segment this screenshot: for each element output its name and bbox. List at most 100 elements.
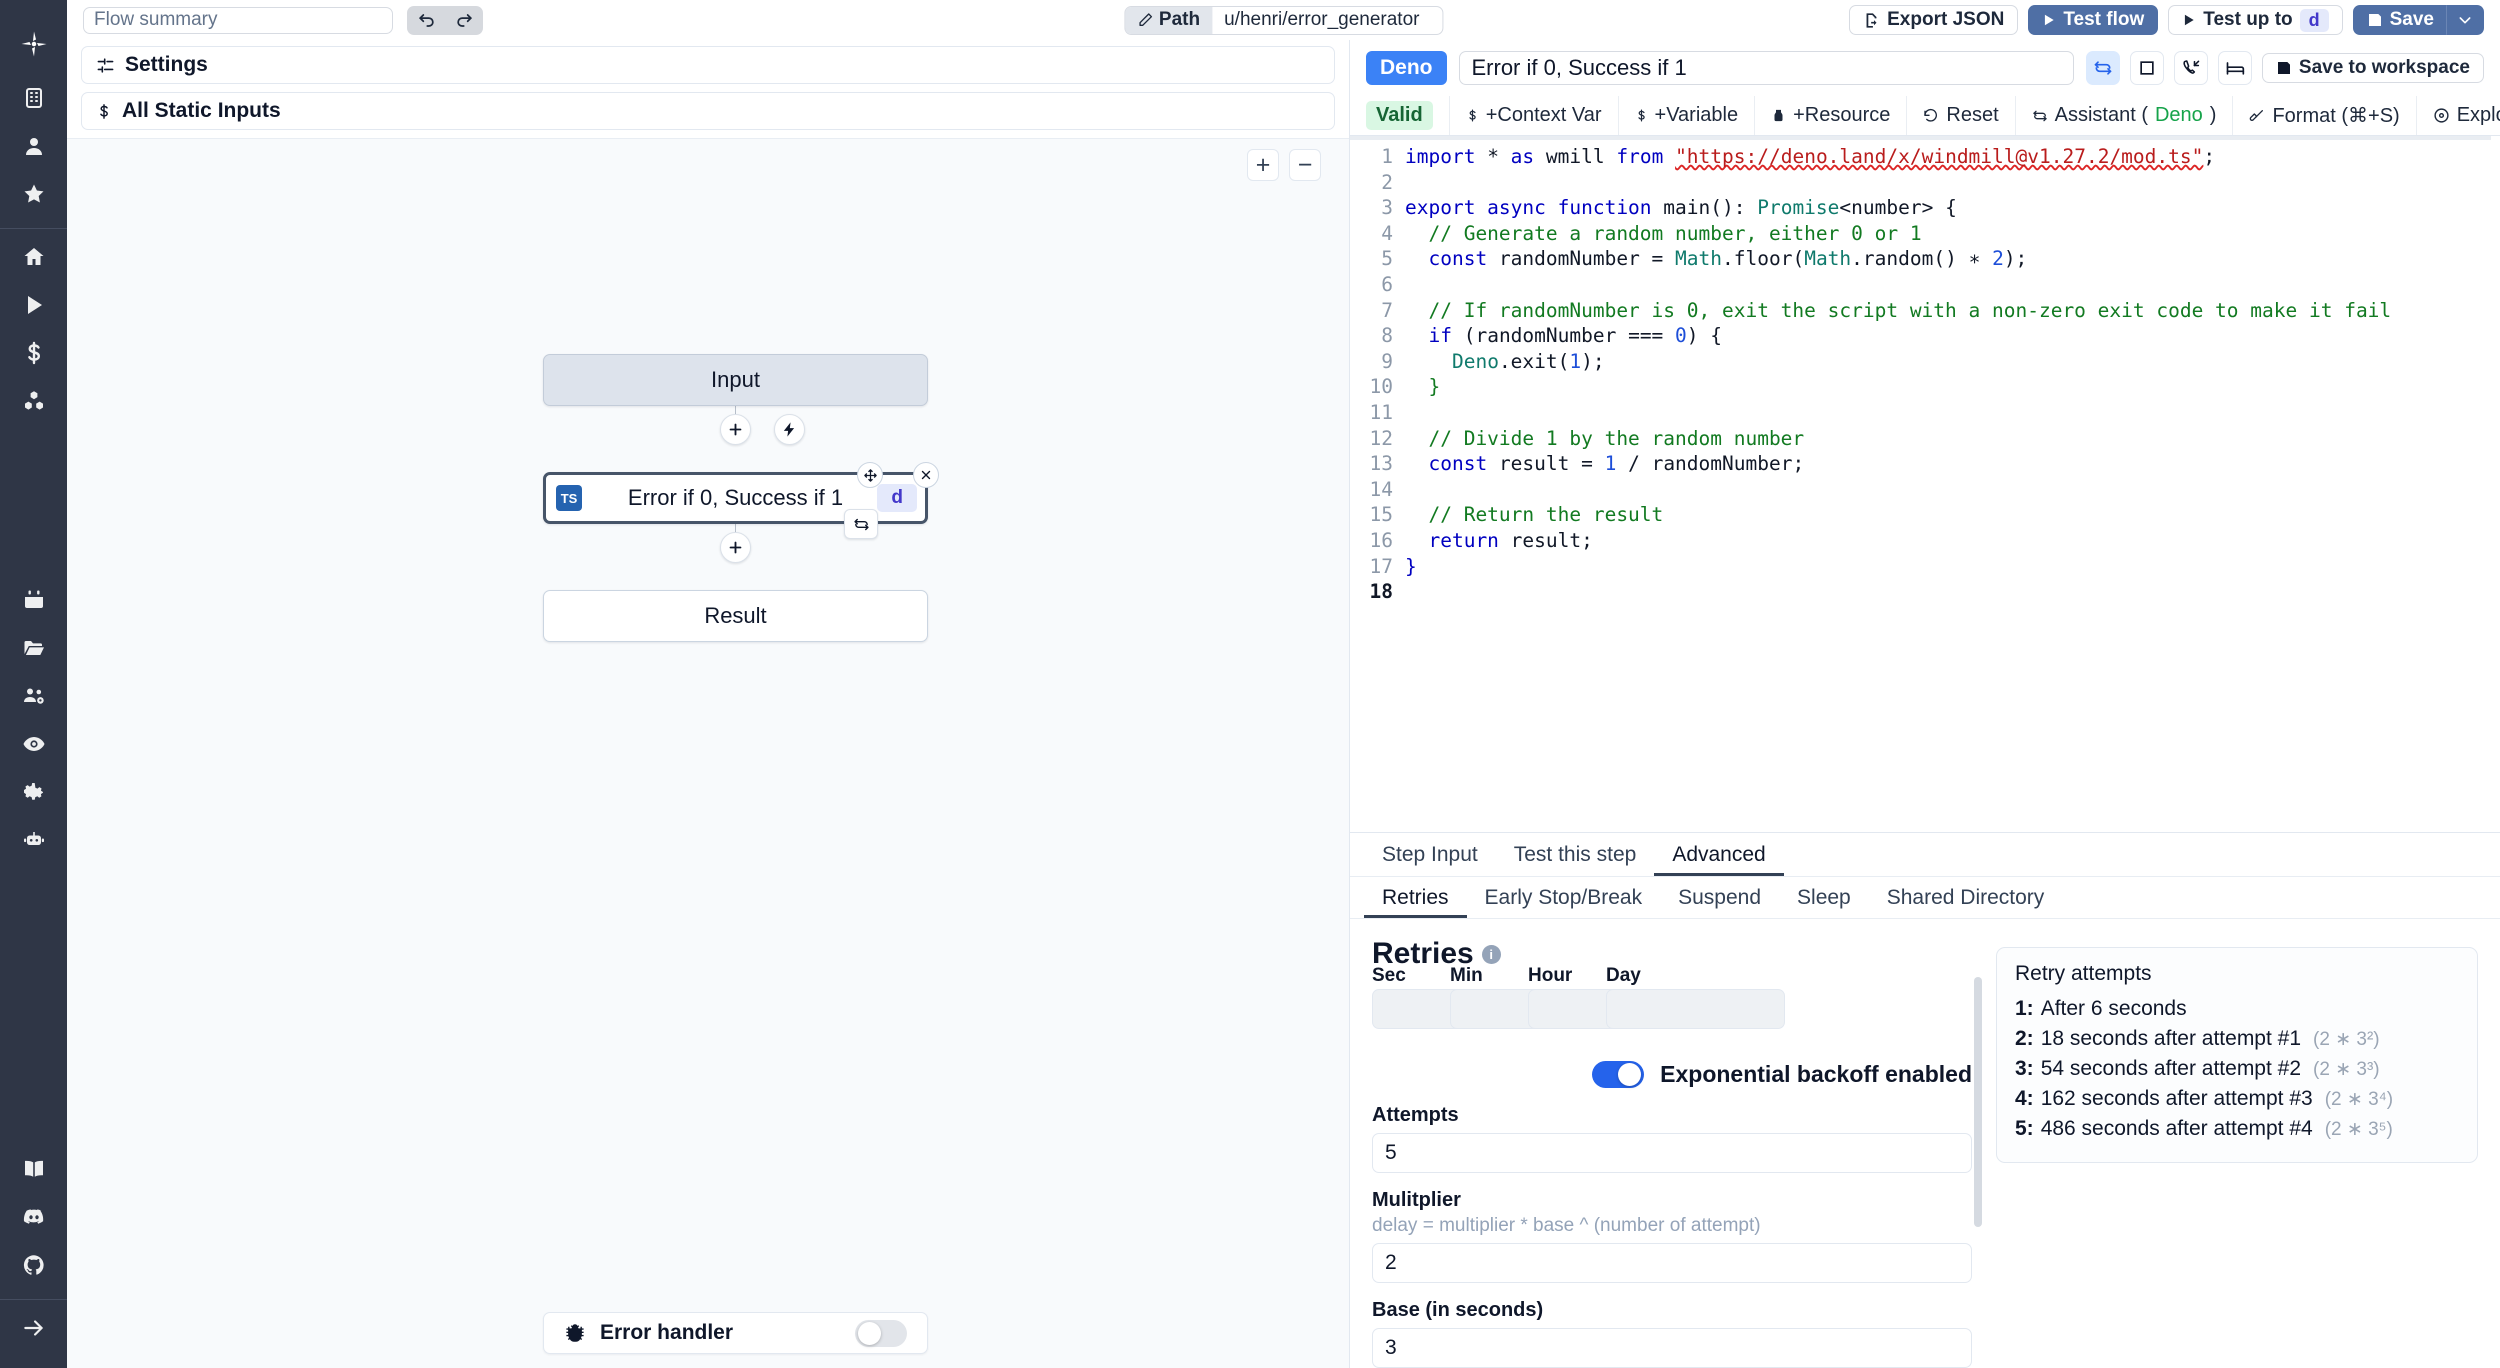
code-line[interactable]: 17} — [1350, 554, 2500, 580]
sleep-bed-icon[interactable] — [2217, 51, 2252, 85]
tab-sleep[interactable]: Sleep — [1797, 885, 1851, 909]
tab-advanced[interactable]: Advanced — [1654, 833, 1783, 876]
add-trigger-button[interactable] — [774, 414, 805, 445]
sidebar-item-resources[interactable] — [0, 377, 67, 425]
exponential-backoff-toggle[interactable] — [1592, 1061, 1645, 1088]
code-text: } — [1405, 554, 1417, 578]
info-icon[interactable]: i — [1481, 944, 1501, 964]
sidebar-item-user[interactable] — [0, 122, 67, 170]
undo-icon[interactable] — [413, 7, 439, 33]
redo-icon[interactable] — [451, 7, 477, 33]
sidebar-item-workers[interactable] — [0, 816, 67, 864]
code-line[interactable]: 11 — [1350, 400, 2500, 426]
add-variable-button[interactable]: +Variable — [1619, 96, 1756, 135]
accordion-all-static-inputs[interactable]: All Static Inputs — [81, 92, 1335, 130]
zoom-out-button[interactable]: − — [1289, 149, 1321, 181]
flow-node-result[interactable]: Result — [543, 590, 928, 642]
format-button[interactable]: Format (⌘+S) — [2233, 96, 2417, 135]
sidebar-item-settings[interactable] — [0, 768, 67, 816]
path-field[interactable]: Path u/henri/error_generator — [1123, 5, 1444, 35]
sidebar-item-docs[interactable] — [0, 1145, 67, 1193]
retries-icon[interactable] — [2085, 51, 2120, 85]
play-icon — [2045, 14, 2054, 26]
add-context-var-button[interactable]: +Context Var — [1450, 96, 1619, 135]
flow-accordions: Settings All Static Inputs — [67, 40, 1349, 138]
code-line[interactable]: 9 Deno.exit(1); — [1350, 349, 2500, 375]
move-icon[interactable] — [857, 462, 883, 488]
tab-test-this-step[interactable]: Test this step — [1513, 842, 1637, 866]
code-line[interactable]: 7 // If randomNumber is 0, exit the scri… — [1350, 298, 2500, 324]
save-button[interactable]: Save — [2352, 5, 2446, 35]
test-flow-button[interactable]: Test flow — [2028, 5, 2159, 35]
expand-sidebar-button[interactable] — [0, 1304, 67, 1352]
export-json-button[interactable]: Export JSON — [1849, 5, 2019, 35]
tab-early-stop-break[interactable]: Early Stop/Break — [1484, 885, 1643, 909]
zoom-in-button[interactable]: + — [1247, 149, 1279, 181]
sidebar-item-runs[interactable] — [0, 281, 67, 329]
sidebar-item-discord[interactable] — [0, 1193, 67, 1241]
base-input[interactable] — [1372, 1328, 1972, 1368]
attempts-input[interactable] — [1372, 1133, 1972, 1173]
windmill-logo[interactable] — [0, 14, 67, 74]
stop-icon[interactable] — [2129, 51, 2164, 85]
code-horizontal-scroll-top[interactable] — [1350, 136, 2500, 140]
line-number: 14 — [1369, 477, 1393, 501]
retry-unit-input[interactable] — [1606, 989, 1785, 1029]
explore-other-scripts-button[interactable]: Explore other s — [2417, 96, 2500, 135]
test-up-to-button[interactable]: Test up to d — [2168, 5, 2343, 35]
close-icon[interactable] — [913, 462, 939, 488]
code-line[interactable]: 15 // Return the result — [1350, 502, 2500, 528]
code-line[interactable]: 13 const result = 1 / randomNumber; — [1350, 451, 2500, 477]
sidebar-item-folders[interactable] — [0, 624, 67, 672]
assistant-button[interactable]: Assistant (Deno) — [2016, 96, 2234, 135]
code-line[interactable]: 14 — [1350, 477, 2500, 503]
add-step-button-1[interactable] — [720, 414, 751, 445]
add-step-button-2[interactable] — [720, 532, 751, 563]
code-line[interactable]: 10 } — [1350, 374, 2500, 400]
code-line[interactable]: 5 const randomNumber = Math.floor(Math.r… — [1350, 246, 2500, 272]
retries-panel-scrollbar[interactable] — [1974, 977, 1982, 1227]
flow-canvas[interactable]: + − Input — [67, 138, 1349, 1368]
code-line[interactable]: 8 if (randomNumber === 0) { — [1350, 323, 2500, 349]
sidebar-item-workspace[interactable] — [0, 74, 67, 122]
language-chip[interactable]: Deno — [1366, 51, 1447, 85]
step-name-input[interactable] — [1458, 51, 2074, 85]
sidebar-item-audit-logs[interactable] — [0, 720, 67, 768]
tab-retries[interactable]: Retries — [1364, 877, 1467, 918]
sidebar-item-groups[interactable] — [0, 672, 67, 720]
add-resource-button[interactable]: +Resource — [1755, 96, 1908, 135]
code-line[interactable]: 4 // Generate a random number, either 0 … — [1350, 221, 2500, 247]
code-line[interactable]: 6 — [1350, 272, 2500, 298]
code-vertical-scrollbar[interactable] — [2491, 136, 2500, 832]
flow-node-input[interactable]: Input — [543, 354, 928, 406]
sidebar-item-schedules[interactable] — [0, 576, 67, 624]
suspend-call-icon[interactable] — [2173, 51, 2208, 85]
reset-button[interactable]: Reset — [1907, 96, 2016, 135]
line-number: 15 — [1369, 503, 1393, 527]
tab-step-input[interactable]: Step Input — [1382, 842, 1478, 866]
sidebar-item-github[interactable] — [0, 1241, 67, 1289]
sidebar-item-variables[interactable] — [0, 329, 67, 377]
code-line[interactable]: 16 return result; — [1350, 528, 2500, 554]
sidebar-item-favorites[interactable] — [0, 170, 67, 218]
assistant-icon — [2032, 110, 2047, 121]
retry-icon[interactable] — [844, 509, 878, 539]
error-handler-toggle[interactable] — [855, 1319, 907, 1347]
accordion-settings[interactable]: Settings — [81, 46, 1335, 84]
sidebar-item-home[interactable] — [0, 233, 67, 281]
flow-node-step[interactable]: TS Error if 0, Success if 1 d — [543, 462, 939, 539]
code-line[interactable]: 12 // Divide 1 by the random number — [1350, 426, 2500, 452]
flow-summary-input[interactable] — [83, 6, 393, 34]
tab-suspend[interactable]: Suspend — [1678, 885, 1762, 909]
save-to-workspace-button[interactable]: Save to workspace — [2261, 53, 2484, 83]
error-handler-bar[interactable]: Error handler — [543, 1312, 928, 1354]
code-line[interactable]: 18 — [1350, 579, 2500, 605]
code-line[interactable]: 2 — [1350, 170, 2500, 196]
multiplier-input[interactable] — [1372, 1243, 1972, 1283]
save-dropdown-button[interactable] — [2446, 5, 2484, 35]
tab-shared-directory[interactable]: Shared Directory — [1886, 885, 2045, 909]
